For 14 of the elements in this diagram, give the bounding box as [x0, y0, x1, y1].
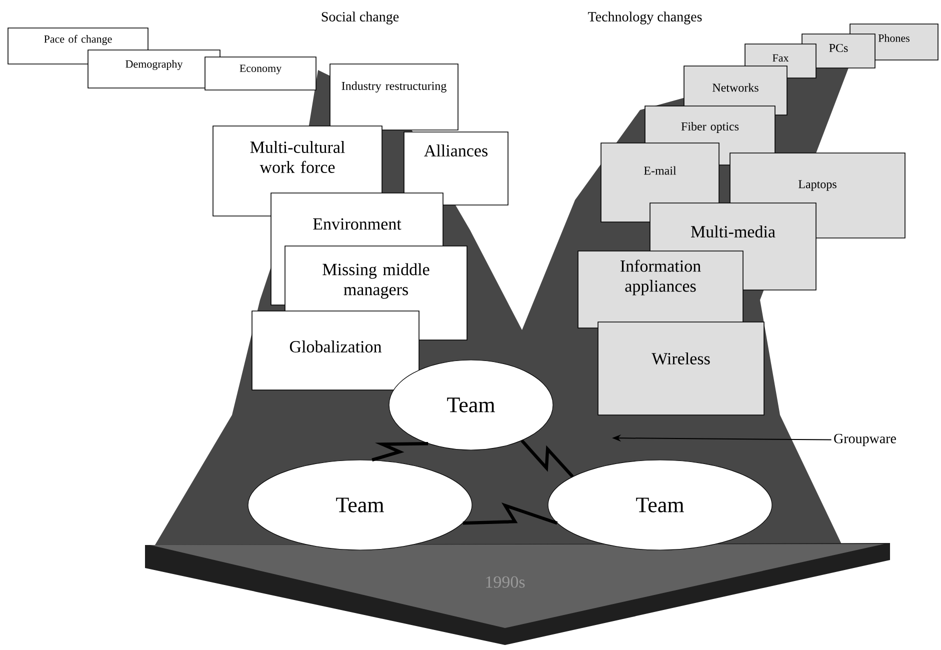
text-box: Information appliances — [578, 250, 744, 328]
text-box: Demography — [88, 50, 220, 88]
heading-text: Social change — [322, 12, 399, 24]
callout-text: Groupware — [834, 434, 896, 446]
zigzag-line — [462, 502, 558, 525]
text-box: Economy — [204, 56, 316, 90]
heading-text: Technology changes — [588, 12, 702, 24]
zigzag-line — [520, 440, 574, 478]
text-box: Industry restructuring — [330, 64, 458, 130]
text-box: Alliances — [404, 132, 508, 206]
zigzag-line — [372, 442, 428, 462]
text-box: Globalization — [252, 310, 420, 390]
heading-text: 1990s — [486, 576, 525, 588]
text-box: Wireless — [598, 322, 764, 416]
